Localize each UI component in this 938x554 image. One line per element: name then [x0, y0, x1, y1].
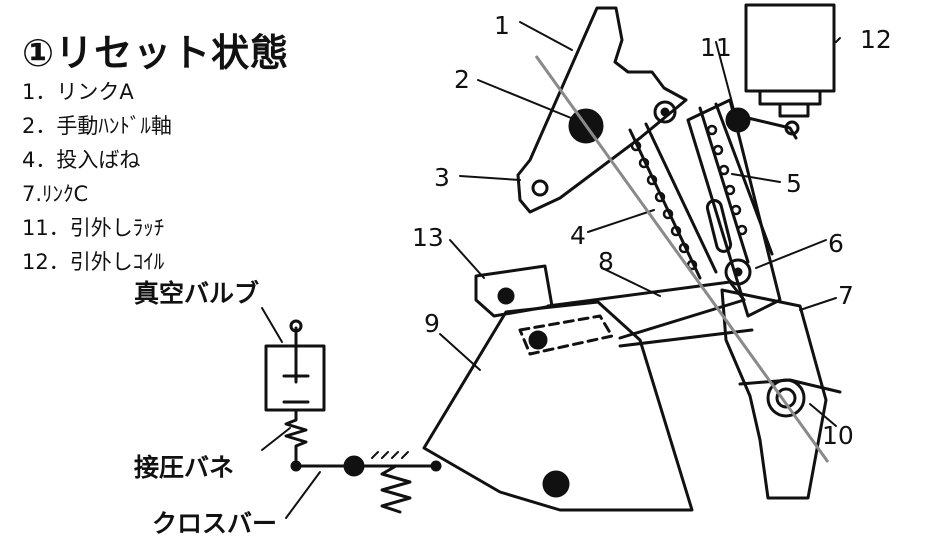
diagram-title: ①リセット状態: [22, 31, 290, 75]
link-c: [720, 288, 828, 500]
upper-pin-center: [660, 107, 670, 117]
opening-spring-hatch: [371, 451, 409, 459]
part-number-1: 1: [494, 11, 510, 40]
part-number-9: 9: [424, 309, 440, 338]
legend-item: 2．手動ﾊﾝﾄﾞﾙ軸: [22, 114, 172, 138]
frame-9: [422, 300, 694, 512]
legend-item: 12．引外しｺｲﾙ: [22, 250, 165, 274]
contact-spring: [284, 408, 308, 468]
pivot-6-center: [733, 267, 743, 277]
pivot-6: [724, 258, 752, 286]
trip-latch: [725, 107, 751, 133]
bracket-13-pin: [497, 287, 515, 305]
part-number-3: 3: [434, 163, 450, 192]
opening-spring: [380, 464, 412, 514]
label-crossbar: クロスバー: [152, 509, 277, 538]
part-number-4: 4: [570, 221, 586, 250]
trip-latch-pin: [784, 120, 800, 136]
legend-item: 1．リンクA: [22, 80, 134, 104]
part-number-7: 7: [838, 281, 854, 310]
part-number-12: 12: [860, 25, 892, 54]
part-number-2: 2: [454, 65, 470, 94]
vacuum-valve-stem: [282, 326, 310, 404]
legend-item: 7.ﾘﾝｸC: [22, 182, 89, 206]
spring-coils-5: [706, 124, 748, 236]
label-vacuum-valve: 真空バルブ: [134, 279, 259, 308]
label-contact-spring: 接圧バネ: [134, 453, 234, 482]
trip-coil-box: [744, 3, 836, 93]
spring-coils-4: [630, 140, 698, 271]
diagonal-guide-line: [534, 55, 830, 463]
spring-10: [738, 378, 842, 394]
trip-coil-plunger: [758, 89, 822, 118]
closing-spring-left-outer: [644, 122, 718, 274]
spring-5-left: [698, 106, 750, 264]
crossbar-ball: [343, 455, 365, 477]
pivot-10-inner: [775, 387, 797, 409]
legend-item: 4．投入ばね: [22, 148, 141, 172]
frame-9-hidden-link: [518, 314, 614, 356]
leader-lines: [261, 21, 841, 519]
closing-spring-left: [628, 128, 702, 280]
part-number-6: 6: [828, 229, 844, 258]
part-number-5: 5: [786, 169, 802, 198]
part-number-8: 8: [598, 247, 614, 276]
legend-item: 11．引外しﾗｯﾁ: [22, 216, 165, 240]
link-a-pin: [531, 179, 549, 197]
link-8: [546, 280, 746, 340]
frame-9-bottom-pin: [542, 470, 570, 498]
vacuum-valve-top: [289, 319, 303, 333]
part-number-10: 10: [822, 421, 854, 450]
part-number-13: 13: [412, 223, 444, 252]
link-a: [516, 6, 688, 214]
part-number-11: 11: [700, 33, 732, 62]
trip-latch-arm: [746, 116, 798, 140]
upper-pin: [653, 100, 677, 124]
crossbar-joint-right: [430, 460, 442, 472]
frame-9-pin: [528, 330, 548, 350]
slot: [705, 199, 733, 253]
crossbar-joint-left: [290, 460, 302, 472]
